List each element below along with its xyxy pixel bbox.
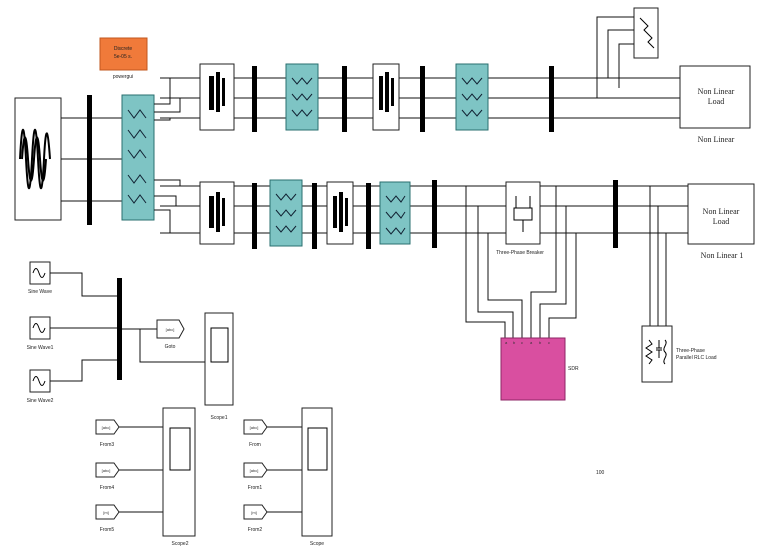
from-block-3[interactable]: [abc] [95,419,120,435]
bus-bar-bottom-c [366,183,371,249]
goto-label: Goto [165,344,176,350]
scope-block[interactable] [301,407,333,537]
svg-text:a: a [530,340,533,345]
bus-bar-bottom-d [432,180,437,248]
scope2-block[interactable] [162,407,196,537]
transformer-bottom-2[interactable] [379,181,411,245]
rl-branch-top-1[interactable] [199,63,235,131]
sine-wave-source-2[interactable] [29,316,51,340]
svg-text:[abc]: [abc] [166,327,175,332]
rl-branch-bottom-1[interactable] [199,181,235,245]
sine-wave-label-2: Sine Wave1 [27,345,54,351]
svg-text:[abc]: [abc] [250,468,259,473]
bus-bar-top-c [420,66,425,132]
scope1-block[interactable] [204,312,234,406]
bus-bar-bottom-e [613,180,618,248]
bus-bar-top-a [252,66,257,132]
svg-text:Load: Load [713,217,729,226]
from-block-4[interactable]: [abc] [95,462,120,478]
rl-branch-top-2[interactable] [372,63,400,131]
sine-wave-source-1[interactable] [29,261,51,285]
svg-text:Load: Load [708,97,724,106]
sdr-label: SDR [568,366,579,372]
three-winding-transformer[interactable] [121,94,155,221]
nonlinear-load-bottom-label: Non Linear 1 [701,251,744,260]
bus-bar-bottom-b [312,183,317,249]
goto-block[interactable]: [abc] [156,319,185,339]
rl-branch-bottom-2[interactable] [326,181,354,245]
bus-bar-top-d [549,66,554,132]
scope-label: Scope [310,541,324,547]
from-block-1[interactable]: [abc] [243,462,268,478]
bus-bar-gen [87,95,92,225]
svg-text:[abc]: [abc] [250,425,259,430]
nonlinear-load-top[interactable]: Non Linear Load [679,65,751,129]
scope1-label: Scope1 [211,415,228,421]
from3-label: From3 [100,442,115,448]
sine-wave-label-1: Sine Wave [28,289,52,295]
zoom-indicator: 100 [596,470,605,476]
from-block-2[interactable]: [m] [243,504,268,520]
rlc-label-1: Three-Phase [676,348,705,354]
powergui-block[interactable]: Discrete 5e-05 s. [99,37,148,71]
svg-text:[abc]: [abc] [102,425,111,430]
svg-text:[m]: [m] [103,510,109,515]
powergui-label: powergui [113,74,133,80]
rlc-label-2: Parallel RLC Load [676,355,717,361]
from5-label: From5 [100,527,115,533]
svg-text:[abc]: [abc] [102,468,111,473]
measurement-block-top[interactable] [633,7,659,59]
svg-text:c: c [521,340,523,345]
from-block-0[interactable]: [abc] [243,419,268,435]
from2-label: From2 [248,527,263,533]
svg-text:b: b [513,340,516,345]
three-phase-rlc-load[interactable] [641,325,673,383]
transformer-top-2[interactable] [455,63,489,131]
svg-text:c: c [548,340,550,345]
sine-wave-source-3[interactable] [29,369,51,393]
transformer-bottom-1[interactable] [269,179,303,247]
three-phase-breaker-label: Three-Phase Breaker [496,250,544,256]
sine-wave-label-3: Sine Wave2 [27,398,54,404]
mux-bar [117,278,122,380]
three-phase-breaker[interactable] [505,181,541,245]
from1-label: From1 [248,485,263,491]
svg-text:a: a [505,340,508,345]
svg-text:Discrete: Discrete [114,46,133,52]
from4-label: From4 [100,485,115,491]
generator-source-block[interactable] [14,97,62,221]
nonlinear-load-bottom[interactable]: Non Linear Load [687,183,755,245]
svg-text:Non Linear: Non Linear [703,207,740,216]
from-block-5[interactable]: [m] [95,504,120,520]
svg-text:[m]: [m] [251,510,257,515]
svg-text:b: b [539,340,542,345]
transformer-top-1[interactable] [285,63,319,131]
bus-bar-top-b [342,66,347,132]
scope2-label: Scope2 [172,541,189,547]
svg-text:Non Linear: Non Linear [698,87,735,96]
svg-text:5e-05 s.: 5e-05 s. [114,54,132,60]
nonlinear-load-top-label: Non Linear [698,135,735,144]
from-label: From [249,442,261,448]
bus-bar-bottom-a [252,183,257,249]
